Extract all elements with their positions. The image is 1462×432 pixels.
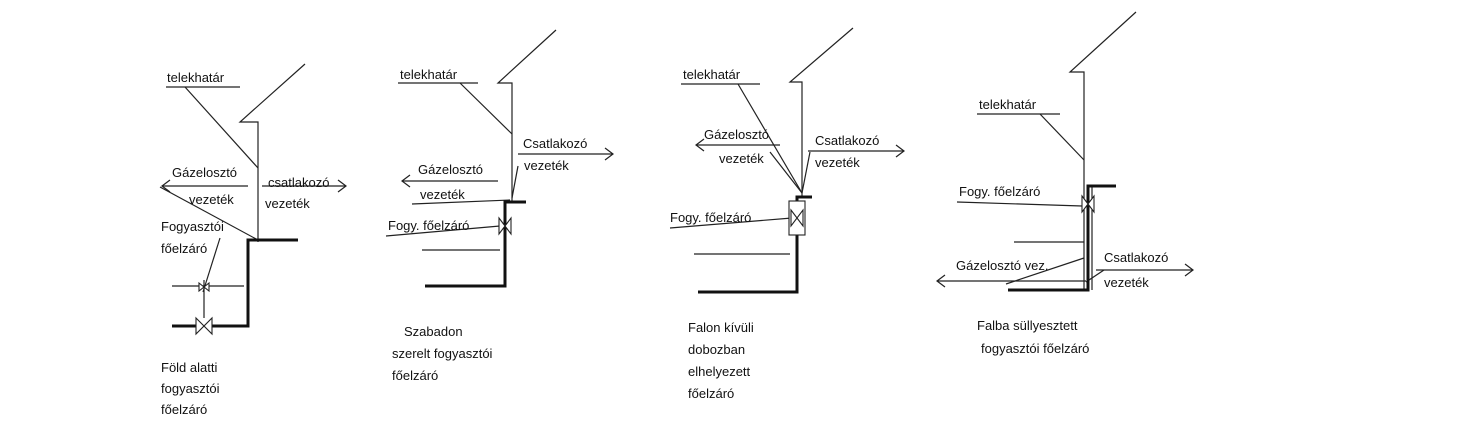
caption-line2: fogyasztói főelzáró <box>981 341 1089 356</box>
service-leader-line <box>511 165 519 199</box>
distributor-leader-line <box>159 186 259 241</box>
service-arrow-head <box>604 147 614 161</box>
boundary-label: telekhatár <box>167 70 225 85</box>
panel-boxed-valve: telekhatár Gázelosztó vezeték Csatlakozó… <box>669 27 905 401</box>
gate-valve-icon <box>195 316 213 336</box>
valve-surface-box-icon <box>198 281 210 293</box>
service-label-line1: csatlakozó <box>268 175 329 190</box>
caption-line3: elhelyezett <box>688 364 751 379</box>
house-pipe <box>1008 184 1116 292</box>
distributor-arrow-head <box>161 179 171 193</box>
caption-line3: főelzáró <box>161 402 207 417</box>
distributor-arrow-head <box>695 138 705 152</box>
house-pipe <box>425 200 526 288</box>
building-wall-outline <box>1068 11 1137 290</box>
boundary-leader-line <box>1039 113 1085 161</box>
building-wall-outline <box>496 29 557 202</box>
service-label-line2: vezeték <box>1104 275 1149 290</box>
valve-leader-line <box>669 217 793 229</box>
distributor-label-line1: Gázelosztó <box>418 162 483 177</box>
valve-label: Fogy. főelzáró <box>388 218 469 233</box>
gate-valve-icon <box>1081 194 1095 214</box>
distributor-label-line1: Gázelosztó <box>172 165 237 180</box>
boundary-leader-line <box>459 82 513 135</box>
caption-line2: dobozban <box>688 342 745 357</box>
service-arrow-head <box>1184 263 1194 277</box>
distributor-label-line1: Gázelosztó <box>704 127 769 142</box>
service-leader-line <box>801 151 811 194</box>
service-label-line1: Csatlakozó <box>815 133 879 148</box>
building-wall-outline <box>238 63 306 242</box>
service-label-line2: vezeték <box>524 158 569 173</box>
panel-recessed-valve: telekhatár Fogy. főelzáró Gázelosztó vez… <box>936 11 1194 356</box>
caption-line1: Föld alatti <box>161 360 217 375</box>
service-label-line1: Csatlakozó <box>523 136 587 151</box>
distributor-label-line2: vezeték <box>189 192 234 207</box>
boundary-leader-line <box>184 86 259 169</box>
building-wall-outline <box>788 27 854 196</box>
caption-line4: főelzáró <box>688 386 734 401</box>
caption-line1: Falon kívüli <box>688 320 754 335</box>
caption-line1: Szabadon <box>404 324 463 339</box>
caption-line2: szerelt fogyasztói <box>392 346 493 361</box>
valve-label-line1: Fogyasztói <box>161 219 224 234</box>
distributor-arrow-head <box>401 174 411 188</box>
distributor-leader-line <box>411 199 511 205</box>
distributor-arrow-head <box>936 274 946 288</box>
gate-valve-icon <box>790 208 804 228</box>
gate-valve-icon <box>498 216 512 236</box>
valve-leader-line <box>385 225 501 237</box>
caption-line1: Falba süllyesztett <box>977 318 1078 333</box>
boundary-label: telekhatár <box>979 97 1037 112</box>
house-pipe <box>698 195 812 294</box>
house-pipe <box>210 238 298 328</box>
service-label-line2: vezeték <box>265 196 310 211</box>
distributor-leader-line <box>1005 257 1085 285</box>
service-arrow-head <box>895 144 905 158</box>
boundary-leader-line <box>737 83 803 194</box>
caption-line3: főelzáró <box>392 368 438 383</box>
caption-line2: fogyasztói <box>161 381 220 396</box>
valve-label-line2: főelzáró <box>161 241 207 256</box>
valve-label: Fogy. főelzáró <box>959 184 1040 199</box>
service-arrow-head <box>337 179 347 193</box>
service-label-line2: vezeték <box>815 155 860 170</box>
boundary-label: telekhatár <box>400 67 458 82</box>
panel-free-mounted-valve: telekhatár Gázelosztó vezeték Csatlakozó… <box>385 29 614 383</box>
distributor-label-line2: vezeték <box>420 187 465 202</box>
distributor-leader-line <box>769 151 803 194</box>
boundary-label: telekhatár <box>683 67 741 82</box>
service-label-line1: Csatlakozó <box>1104 250 1168 265</box>
valve-label: Fogy. főelzáró <box>670 210 751 225</box>
distributor-label-line2: vezeték <box>719 151 764 166</box>
panel-underground-valve: telekhatár Gázelosztó vezeték csatlakozó… <box>159 63 347 417</box>
valve-leader-line <box>202 237 221 293</box>
valve-leader-line <box>956 201 1083 207</box>
distributor-label: Gázelosztó vez. <box>956 258 1049 273</box>
